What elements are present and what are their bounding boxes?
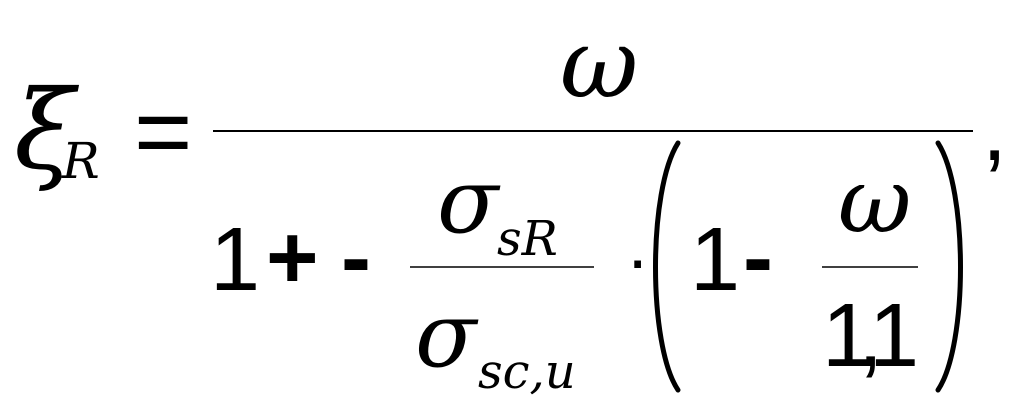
sigma-denominator-subscript: sc,u [478, 344, 576, 400]
equals-sign: = [134, 76, 192, 188]
minus-sign: - [341, 208, 371, 308]
plus-sign: + [266, 208, 319, 308]
inner-numerator-omega: ω [838, 149, 911, 254]
sigma-numerator-subscript: sR [497, 211, 558, 267]
sigma-numerator: σ [437, 149, 501, 254]
trailing-comma: , [982, 80, 1007, 180]
numerator-omega: ω [560, 8, 638, 120]
lhs-symbol: ξ [14, 66, 80, 194]
inner-denominator: 1,1 [822, 286, 915, 386]
inner-minus-sign: - [743, 208, 773, 308]
sigma-denominator: σ [415, 283, 479, 388]
right-parenthesis [935, 140, 963, 393]
multiplication-dot: · [626, 220, 649, 298]
inner-one: 1 [690, 210, 740, 310]
denominator-one: 1 [210, 210, 260, 310]
left-parenthesis [653, 140, 681, 393]
lhs-subscript: R [61, 132, 100, 190]
